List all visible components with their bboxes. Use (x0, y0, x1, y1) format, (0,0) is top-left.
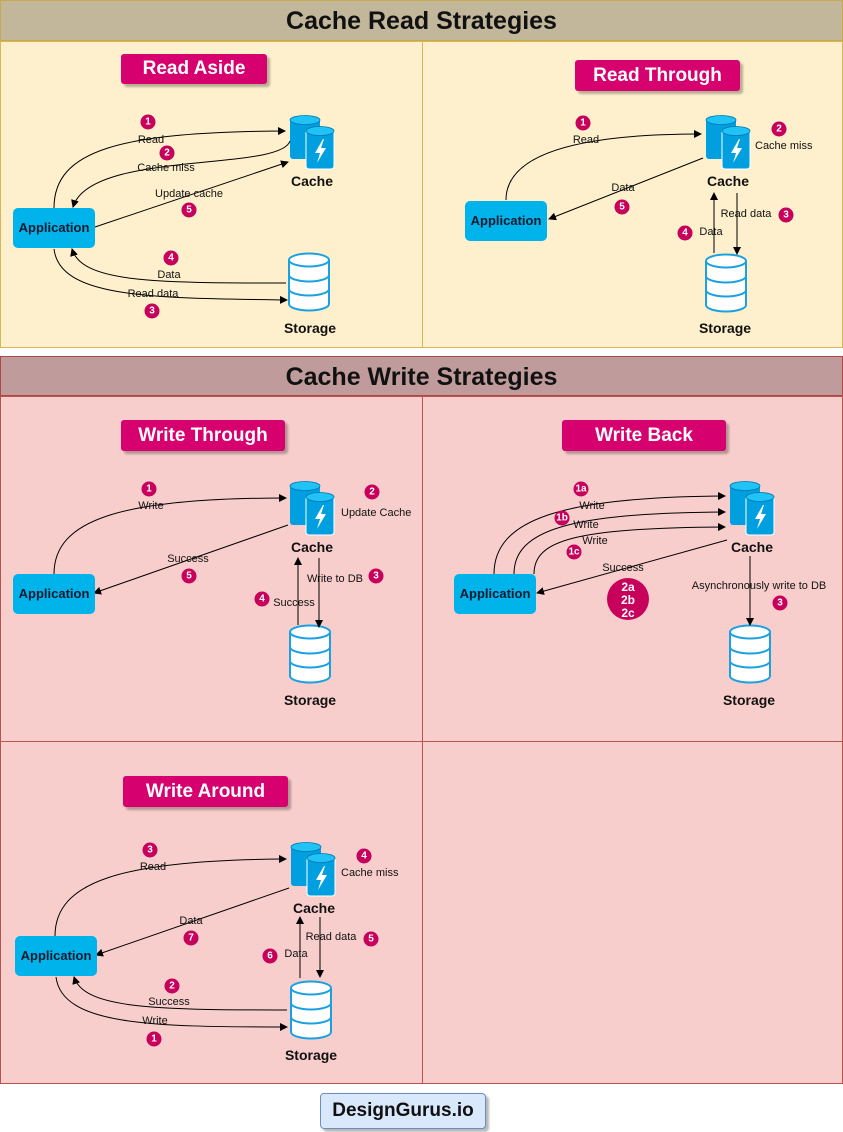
write-back-step-3: 3 (772, 595, 788, 611)
read-through-data-storage-label: Data (699, 226, 723, 238)
write-around-step-5: 5 (363, 931, 379, 947)
read-aside-title: Read Aside (121, 54, 267, 84)
write-back-cache-label: Cache (730, 539, 774, 555)
read-aside-storage-label: Storage (283, 320, 337, 336)
write-back-application: Application (454, 574, 536, 614)
write-back-step-1a: 1a (573, 481, 589, 497)
read-aside-update-cache-label: Update cache (155, 188, 223, 200)
write-back-step-1b: 1b (554, 510, 570, 526)
read-through-storage-label: Storage (698, 320, 752, 336)
write-back-step-1c: 1c (566, 544, 582, 560)
read-through-step-1: 1 (575, 115, 591, 131)
write-through-success-storage-label: Success (273, 597, 315, 609)
cache-lightning-icon (705, 115, 751, 170)
write-back-step-2abc: 2a 2b 2c (607, 578, 649, 620)
write-back-write-b-label: Write (573, 519, 599, 531)
write-through-update-cache-label: Update Cache (341, 507, 412, 519)
write-back-write-c-label: Write (582, 535, 608, 547)
write-around-step-6: 6 (262, 948, 278, 964)
write-back-async-label: Asynchronously write to DB (691, 580, 827, 592)
read-through-step-4: 4 (677, 225, 693, 241)
brand-footer: DesignGurus.io (320, 1093, 486, 1129)
write-through-application: Application (13, 574, 95, 614)
write-around-success-label: Success (148, 996, 190, 1008)
database-cylinder-icon (729, 624, 771, 684)
write-through-step-4: 4 (254, 591, 270, 607)
write-around-data-label: Data (179, 915, 203, 927)
write-back-title: Write Back (562, 420, 726, 451)
read-through-read-label: Read (572, 134, 600, 146)
write-back-write-a-label: Write (579, 500, 605, 512)
write-around-step-4: 4 (356, 848, 372, 864)
read-through-application: Application (465, 201, 547, 241)
read-through-cache-miss-label: Cache miss (755, 140, 813, 152)
read-through-step-5: 5 (614, 199, 630, 215)
write-around-read-label: Read (139, 861, 167, 873)
write-through-step-2: 2 (364, 484, 380, 500)
database-cylinder-icon (705, 253, 747, 313)
write-around-read-data-label: Read data (305, 931, 357, 943)
cache-lightning-icon (290, 842, 336, 897)
read-aside-data-label: Data (157, 269, 181, 281)
write-through-step-5: 5 (181, 568, 197, 584)
write-around-step-1: 1 (146, 1031, 162, 1047)
cache-lightning-icon (729, 481, 775, 536)
write-around-write-label: Write (142, 1015, 168, 1027)
write-around-storage-label: Storage (284, 1047, 338, 1063)
read-aside-application: Application (13, 208, 95, 248)
database-cylinder-icon (290, 980, 332, 1040)
read-aside-read-label: Read (137, 134, 165, 146)
read-aside-step-3: 3 (144, 303, 160, 319)
write-through-step-1: 1 (141, 481, 157, 497)
write-back-step-2a: 2a (621, 579, 635, 594)
write-strategies-banner: Cache Write Strategies (0, 356, 843, 396)
write-through-write-label: Write (138, 500, 164, 512)
write-back-step-2c: 2c (621, 605, 635, 620)
read-through-step-2: 2 (771, 121, 787, 137)
write-through-storage-label: Storage (283, 692, 337, 708)
write-through-success-label: Success (167, 553, 209, 565)
write-through-cache-label: Cache (290, 539, 334, 555)
read-through-title: Read Through (575, 60, 740, 91)
write-around-step-3: 3 (142, 842, 158, 858)
read-through-read-data-label: Read data (720, 208, 772, 220)
write-back-success-label: Success (602, 562, 644, 574)
read-aside-step-4: 4 (163, 250, 179, 266)
write-back-storage-label: Storage (722, 692, 776, 708)
read-aside-cache-label: Cache (290, 173, 334, 189)
read-through-data-label: Data (611, 182, 635, 194)
write-through-write-db-label: Write to DB (306, 573, 364, 585)
write-around-step-7: 7 (183, 930, 199, 946)
write-around-cache-miss-label: Cache miss (341, 867, 399, 879)
cache-lightning-icon (289, 115, 335, 170)
read-aside-read-data-label: Read data (127, 288, 179, 300)
write-around-application: Application (15, 936, 97, 976)
read-aside-step-5: 5 (181, 202, 197, 218)
database-cylinder-icon (288, 252, 330, 312)
write-back-step-2b: 2b (620, 592, 635, 607)
write-around-data-storage-label: Data (284, 948, 308, 960)
write-around-cache-label: Cache (292, 900, 336, 916)
read-aside-cache-miss-label: Cache miss (137, 162, 195, 174)
read-through-cache-label: Cache (706, 173, 750, 189)
write-around-step-2: 2 (164, 978, 180, 994)
write-around-title: Write Around (123, 776, 288, 807)
read-strategies-banner: Cache Read Strategies (0, 0, 843, 41)
read-aside-step-1: 1 (140, 114, 156, 130)
cache-lightning-icon (289, 481, 335, 536)
read-aside-step-2: 2 (159, 145, 175, 161)
write-through-title: Write Through (121, 420, 285, 451)
write-through-step-3: 3 (368, 568, 384, 584)
read-through-step-3: 3 (778, 207, 794, 223)
database-cylinder-icon (289, 624, 331, 684)
empty-panel (422, 741, 843, 1084)
